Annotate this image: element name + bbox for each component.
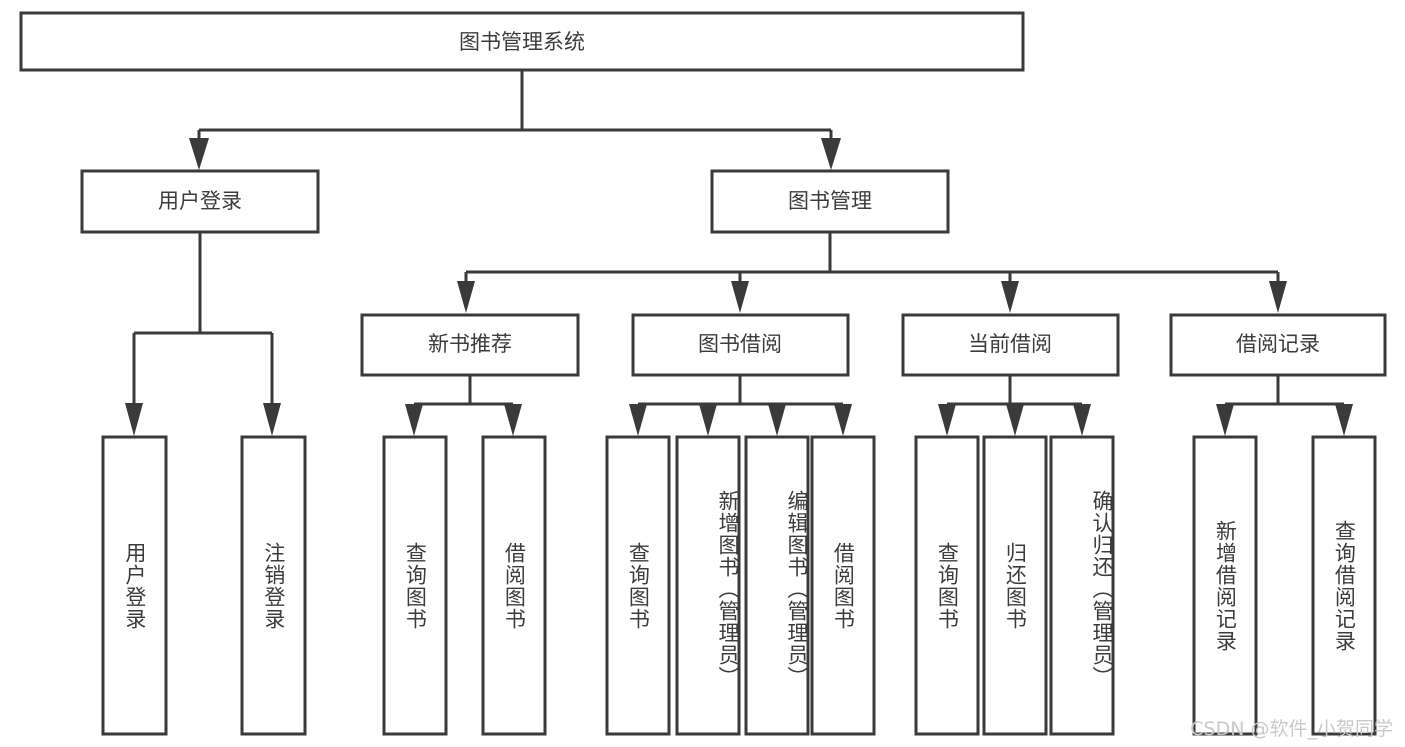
arrow-head-new-book-rec <box>457 281 475 313</box>
node-label-current-borrow: 当前借阅 <box>968 332 1052 356</box>
arrow-head-leaf-query-book-3 <box>938 404 956 436</box>
leaf-box-leaf-confirm-return[interactable] <box>1049 435 1115 736</box>
leaf-box-leaf-user-login[interactable] <box>101 435 168 736</box>
leaf-box-leaf-query-book-1[interactable] <box>382 435 448 736</box>
leaf-box-leaf-query-book-2[interactable] <box>605 435 671 736</box>
leaf-box-leaf-query-book-3[interactable] <box>914 435 980 736</box>
node-label-borrow-record: 借阅记录 <box>1236 332 1320 356</box>
arrow-head-borrow-record <box>1269 281 1287 313</box>
arrow-head-leaf-return-book <box>1006 404 1024 436</box>
node-label-root: 图书管理系统 <box>459 30 585 54</box>
node-box-borrow-record[interactable] <box>1169 313 1387 377</box>
node-box-new-book-rec[interactable] <box>360 313 580 377</box>
node-label-book-borrow: 图书借阅 <box>698 332 782 356</box>
leaf-box-leaf-add-book[interactable] <box>675 435 741 736</box>
leaf-box-leaf-return-book[interactable] <box>982 435 1048 736</box>
arrow-head-leaf-logout <box>263 403 281 436</box>
arrow-head-leaf-query-book-1 <box>405 404 423 436</box>
arrow-head-leaf-query-book-2 <box>629 404 647 436</box>
leaf-box-leaf-add-record[interactable] <box>1192 435 1258 736</box>
arrow-head-user-login <box>189 138 209 170</box>
node-box-book-manage[interactable] <box>710 169 950 234</box>
arrow-head-current-borrow <box>1001 281 1019 313</box>
arrow-head-leaf-borrow-book-1 <box>504 404 522 436</box>
leaf-box-leaf-logout[interactable] <box>240 435 307 736</box>
arrow-head-leaf-query-record <box>1335 404 1353 436</box>
arrow-head-leaf-add-book <box>699 404 717 436</box>
arrow-head-book-manage <box>821 138 841 170</box>
arrow-head-leaf-add-record <box>1216 404 1234 436</box>
node-label-user-login: 用户登录 <box>158 189 242 213</box>
arrow-head-book-borrow <box>731 281 749 313</box>
arrow-head-leaf-edit-book <box>768 404 786 436</box>
node-box-root[interactable] <box>19 11 1025 72</box>
node-label-new-book-rec: 新书推荐 <box>428 332 512 356</box>
node-label-book-manage: 图书管理 <box>788 189 872 213</box>
leaf-box-leaf-borrow-book-1[interactable] <box>481 435 547 736</box>
arrow-head-leaf-borrow-book-2 <box>834 404 852 436</box>
node-box-book-borrow[interactable] <box>631 313 850 377</box>
leaf-box-leaf-edit-book[interactable] <box>744 435 810 736</box>
arrow-head-leaf-confirm-return <box>1073 404 1091 436</box>
leaf-box-leaf-query-record[interactable] <box>1311 435 1377 736</box>
node-box-current-borrow[interactable] <box>901 313 1120 377</box>
leaf-box-leaf-borrow-book-2[interactable] <box>810 435 876 736</box>
arrow-head-leaf-user-login <box>125 403 143 436</box>
